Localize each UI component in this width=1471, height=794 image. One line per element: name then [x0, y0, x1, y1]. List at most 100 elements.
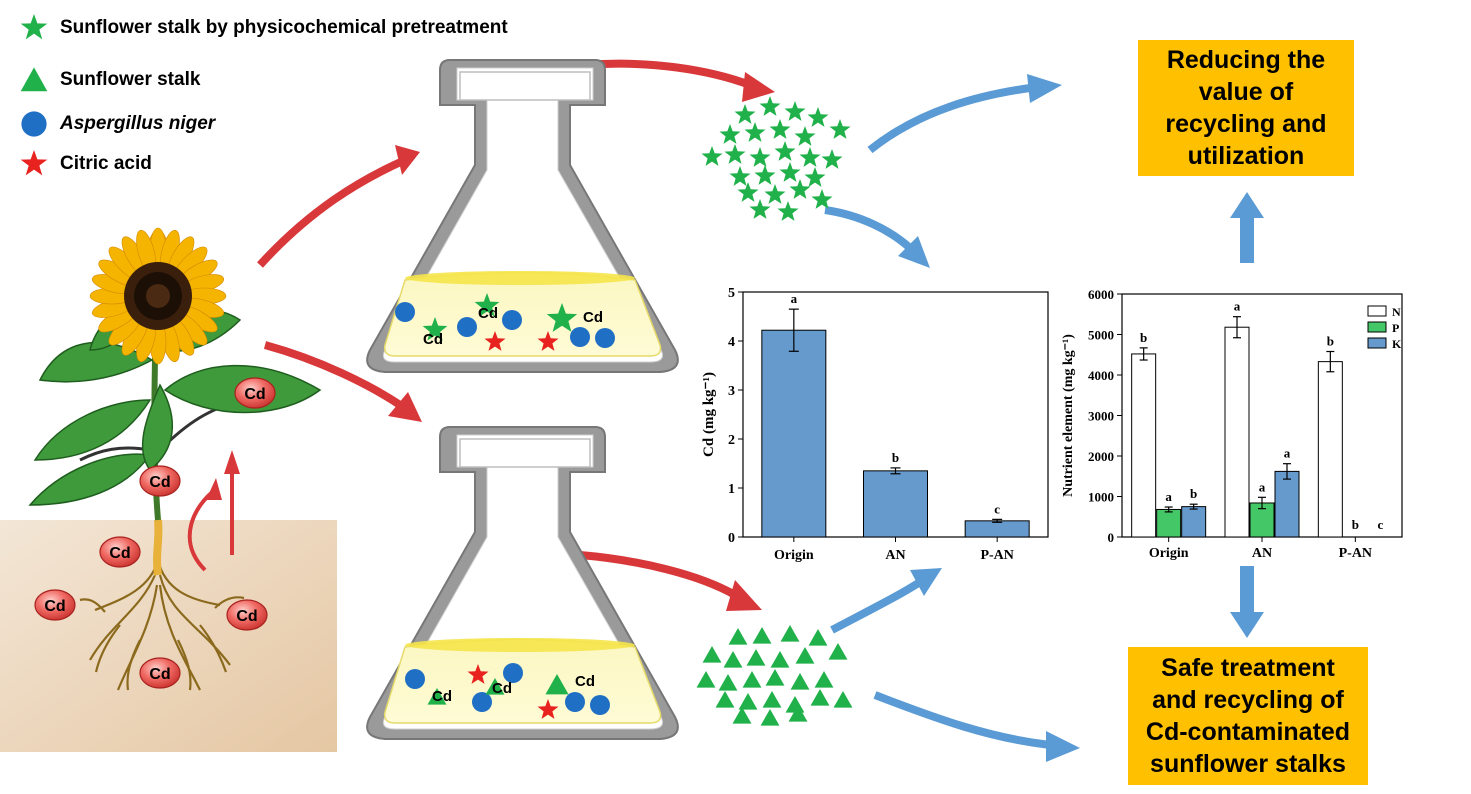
aspergillus-cell	[472, 692, 492, 712]
stalk-triangle	[718, 674, 738, 691]
pretreated-stalk-star	[744, 122, 766, 142]
y-tick-label: 0	[728, 531, 735, 546]
y-tick-label: 5	[728, 286, 735, 301]
plot-frame	[1121, 293, 1403, 538]
stalk-triangle	[702, 646, 722, 663]
pretreated-stalk-star	[749, 199, 771, 219]
bar	[1181, 506, 1207, 538]
aspergillus-cell	[405, 669, 425, 689]
pretreated-stalk-star	[754, 165, 776, 185]
y-tick-label: 2	[728, 433, 735, 448]
pretreated-stalk-star	[734, 104, 756, 124]
stalk-triangle	[762, 691, 782, 708]
stalk-triangle	[780, 625, 800, 642]
y-axis-label: Cd (mg kg⁻¹)	[701, 372, 717, 457]
legend-label: N	[1392, 305, 1401, 319]
bar	[1317, 361, 1343, 538]
stalk-triangle	[790, 673, 810, 690]
pretreated-stalk-star	[794, 126, 816, 146]
cd-marker-label: Cd	[149, 666, 170, 683]
aspergillus-cell	[457, 317, 477, 337]
cd-marker: Cd	[34, 589, 76, 621]
cd-marker: Cd	[139, 465, 181, 497]
aspergillus-cell	[565, 692, 585, 712]
pretreated-stalk-star	[749, 147, 771, 167]
cd-marker: Cd	[234, 377, 276, 409]
citric-acid-star	[537, 331, 559, 351]
y-tick-label: 1	[728, 482, 735, 497]
legend-label: P	[1392, 321, 1399, 335]
stalk-triangle	[728, 628, 748, 645]
pretreated-stalk-star	[811, 189, 833, 209]
stalk-triangle	[752, 627, 772, 644]
stalk-triangle	[814, 671, 834, 688]
soil-block	[0, 520, 337, 752]
cd-label: Cd	[478, 305, 498, 322]
y-tick-label: 3000	[1088, 409, 1114, 424]
stalk-triangle	[545, 674, 569, 695]
pretreated-stalk-star	[474, 293, 500, 317]
bar	[1274, 470, 1300, 538]
pretreated-stalk-star	[546, 303, 578, 332]
culture-liquid	[383, 638, 662, 724]
significance-letter: c	[994, 501, 1000, 516]
pretreated-stalk-star	[821, 149, 843, 169]
bar	[964, 520, 1030, 538]
stalk-triangle	[808, 629, 828, 646]
blue-circle-icon	[21, 111, 47, 137]
sunflower-head	[89, 227, 227, 365]
legend-label: K	[1392, 337, 1402, 351]
pretreated-stalk-star	[719, 124, 741, 144]
stalk-triangle	[785, 696, 805, 713]
y-tick-label: 5000	[1088, 328, 1114, 343]
outcome-box-reduced-value: Reducing the value of recycling and util…	[1138, 40, 1354, 176]
stalk-triangle	[723, 651, 743, 668]
x-tick-label: AN	[885, 548, 905, 563]
stalk-triangle	[760, 709, 780, 726]
significance-letter: a	[791, 291, 798, 306]
bar	[1224, 326, 1250, 538]
roots	[79, 559, 245, 691]
cd-label: Cd	[575, 673, 595, 690]
y-tick-label: 0	[1108, 530, 1115, 545]
significance-letter: c	[1377, 517, 1383, 532]
x-tick-label: Origin	[1149, 546, 1189, 561]
bar	[1156, 508, 1182, 538]
cd-marker-label: Cd	[109, 545, 130, 562]
outcome-box-text: Reducing the value of recycling and util…	[1165, 46, 1327, 170]
cd-marker: Cd	[139, 657, 181, 689]
pretreated-stalk-star	[799, 147, 821, 167]
citric-acid-star	[537, 699, 559, 719]
citric-acid-star	[484, 331, 506, 351]
stalk-triangle	[765, 669, 785, 686]
aspergillus-cell	[502, 310, 522, 330]
legend-label: Citric acid	[60, 153, 152, 174]
pretreated-stalk-star	[777, 201, 799, 221]
stalk-triangle	[833, 691, 853, 708]
legend-swatch	[1367, 337, 1387, 349]
significance-letter: b	[1140, 330, 1147, 345]
significance-letter: a	[1259, 479, 1266, 494]
significance-letter: a	[1284, 446, 1291, 461]
stalk-triangle	[770, 651, 790, 668]
legend-swatch	[1367, 305, 1387, 317]
cd-marker-label: Cd	[149, 474, 170, 491]
cd-label: Cd	[432, 688, 452, 705]
pretreated-stalk-star	[779, 162, 801, 182]
cd-marker-label: Cd	[244, 386, 265, 403]
legend-swatch	[1367, 321, 1387, 333]
cd-marker: Cd	[99, 536, 141, 568]
legend-label: Sunflower stalk by physicochemical pretr…	[60, 17, 508, 38]
stalk-triangle-cluster	[696, 625, 853, 726]
aspergillus-cell	[595, 328, 615, 348]
outcome-box-safe-treatment: Safe treatment and recycling of Cd-conta…	[1128, 647, 1368, 785]
legend-label: Sunflower stalk	[60, 69, 201, 90]
pretreated-stalk-star	[759, 96, 781, 116]
stalk-triangle	[742, 671, 762, 688]
y-tick-label: 4000	[1088, 368, 1114, 383]
outcome-box-text: Safe treatment and recycling of Cd-conta…	[1145, 654, 1351, 778]
stalk-triangle	[732, 707, 752, 724]
aspergillus-cell	[590, 695, 610, 715]
